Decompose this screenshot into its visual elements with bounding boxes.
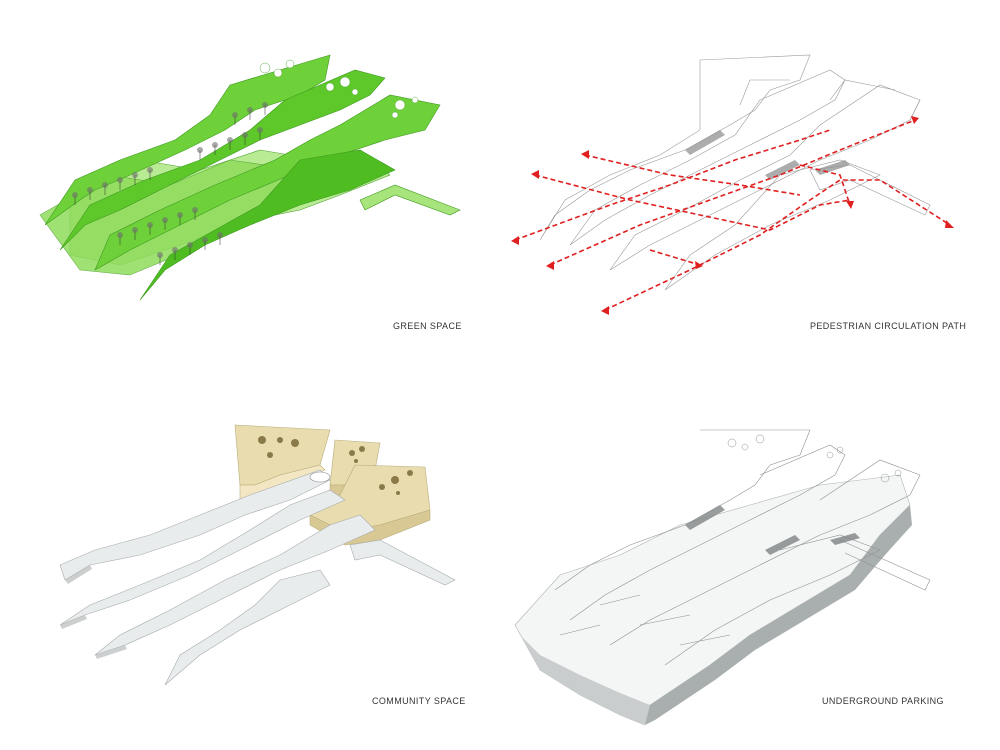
caption-underground-parking: UNDERGROUND PARKING — [822, 696, 944, 706]
green-space-axonometric — [39, 54, 461, 301]
community-space-axonometric — [59, 424, 456, 686]
green-space-voids — [259, 59, 419, 119]
community-slab-shadows — [60, 565, 127, 659]
panel-underground-parking: UNDERGROUND PARKING — [500, 375, 1000, 750]
panel-community-space: COMMUNITY SPACE — [0, 375, 500, 750]
panel-green-space: GREEN SPACE — [0, 0, 500, 375]
circulation-stairs — [685, 130, 850, 180]
underground-parking-axonometric — [514, 429, 931, 726]
circulation-axonometric — [511, 54, 954, 315]
community-slabs — [59, 469, 456, 686]
circulation-wireframe — [539, 54, 931, 291]
community-plaza-opening — [309, 471, 331, 483]
parking-wireframe — [554, 429, 931, 666]
caption-community-space: COMMUNITY SPACE — [372, 696, 466, 706]
green-space-tree-crowns — [72, 102, 268, 258]
caption-green-space: GREEN SPACE — [393, 321, 462, 331]
parking-ramps — [685, 505, 860, 555]
panel-pedestrian-circulation: PEDESTRIAN CIRCULATION PATH — [500, 0, 1000, 375]
community-voids — [258, 436, 413, 495]
caption-pedestrian-circulation: PEDESTRIAN CIRCULATION PATH — [810, 321, 967, 331]
circulation-arrowheads — [511, 116, 954, 315]
green-space-ribbons — [44, 54, 461, 301]
circulation-arrows — [514, 119, 951, 311]
parking-roof-voids — [727, 434, 902, 483]
